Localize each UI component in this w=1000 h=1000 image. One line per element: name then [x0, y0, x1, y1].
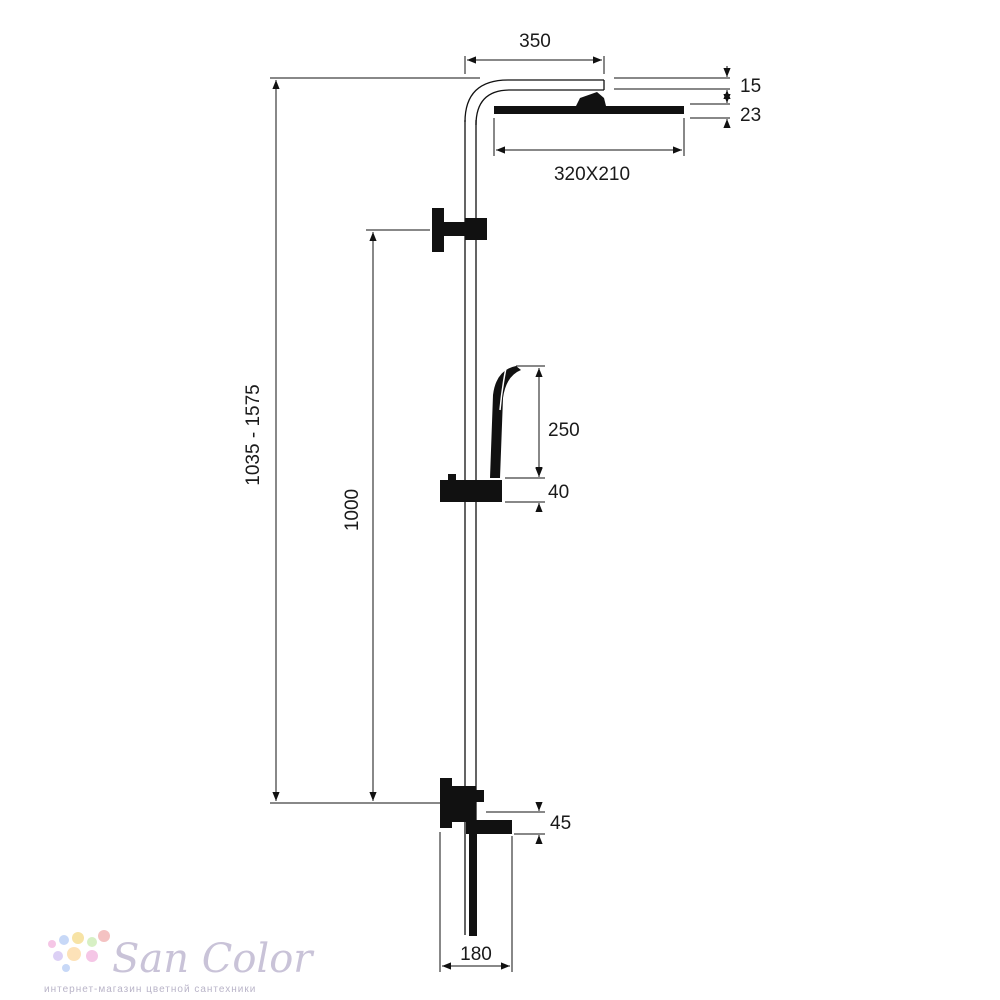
arm-outer — [464, 79, 604, 123]
upper-bracket-arm — [444, 222, 466, 236]
label-head-size: 320X210 — [554, 164, 630, 185]
label-mixer-to-holder: 1000 — [342, 489, 363, 531]
logo-dot — [86, 950, 98, 962]
mixer-wall-plate — [440, 778, 452, 828]
arm-inner — [475, 89, 604, 126]
label-spout: 180 — [460, 944, 492, 965]
label-total-height: 1035 - 1575 — [243, 384, 264, 485]
label-slider: 40 — [548, 482, 569, 503]
upper-bracket-clamp — [465, 218, 487, 240]
upper-bracket-plate — [432, 208, 444, 252]
logo-dot — [67, 947, 81, 961]
label-mixer: 45 — [550, 813, 571, 834]
logo-dots — [48, 930, 110, 972]
bottom-pipe — [469, 834, 477, 936]
mixer-joint — [476, 790, 484, 802]
mixer-body — [452, 786, 476, 822]
shower-column — [432, 79, 684, 936]
spout — [466, 820, 512, 834]
head-connector — [576, 92, 606, 106]
label-head-thickness: 23 — [740, 105, 761, 126]
slider-knob — [448, 474, 456, 482]
logo-dot — [87, 937, 97, 947]
label-arm-thickness: 15 — [740, 76, 761, 97]
sancolor-logo: San Color интернет-магазин цветной санте… — [44, 930, 315, 995]
logo-name: San Color — [112, 936, 315, 982]
hand-shower — [490, 366, 521, 478]
shower-head — [494, 106, 684, 114]
logo-dot — [48, 940, 56, 948]
logo-dot — [62, 964, 70, 972]
slider-holder — [440, 480, 502, 502]
label-hand-shower: 250 — [548, 420, 580, 441]
logo-tagline: интернет-магазин цветной сантехники — [44, 984, 256, 995]
dimensions: 350 15 23 320X210 1035 - 1575 1000 250 — [243, 31, 761, 972]
logo-dot — [59, 935, 69, 945]
logo-dot — [72, 932, 84, 944]
logo-dot — [98, 930, 110, 942]
logo-dot — [53, 951, 63, 961]
label-arm-length: 350 — [519, 31, 551, 52]
